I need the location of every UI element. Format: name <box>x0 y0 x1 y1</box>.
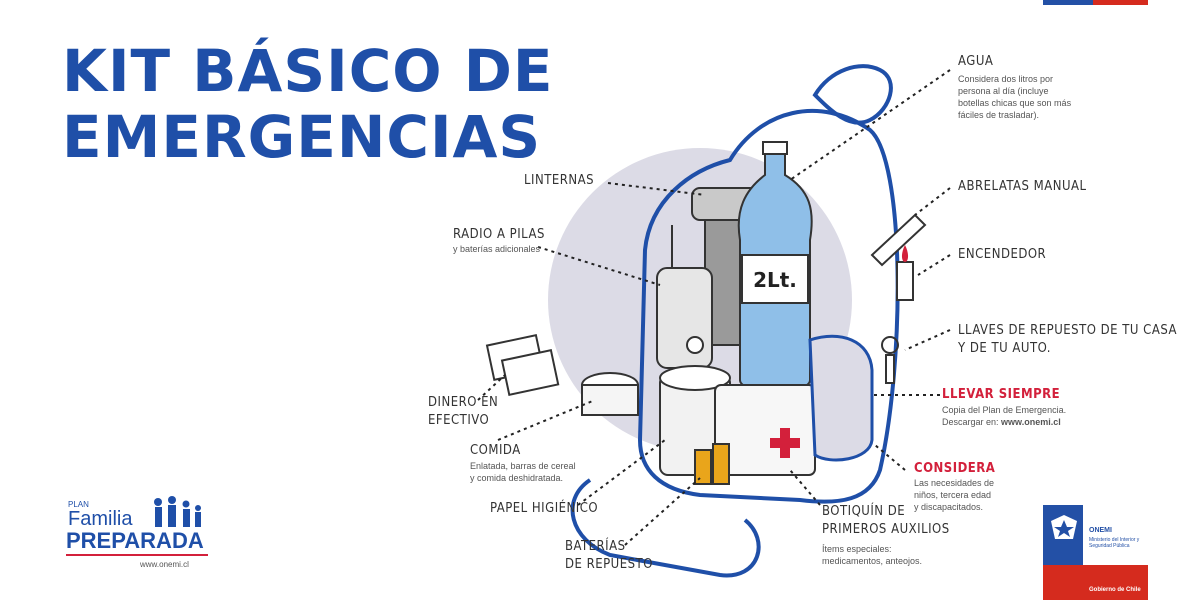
logo-website[interactable]: www.onemi.cl <box>140 560 189 569</box>
bottle-label-band <box>741 254 809 304</box>
leader-lines <box>477 69 951 546</box>
desc-llevar-line-1: Copia del Plan de Emergencia. <box>942 405 1067 415</box>
gov-logo-white-block <box>1083 505 1148 565</box>
label-botiquin-line-2: PRIMEROS AUXILIOS <box>822 522 950 537</box>
label-considera: CONSIDERA <box>914 461 996 476</box>
house-key <box>885 354 895 384</box>
family-silhouette-icon <box>154 496 201 527</box>
gov-gobierno-text: Gobierno de Chile <box>1089 587 1141 593</box>
desc-botiquin-line-2: medicamentos, anteojos. <box>822 556 923 566</box>
desc-agua-line-4: fáciles de trasladar). <box>958 110 1040 120</box>
leader-linternas <box>607 182 706 196</box>
title-line-2: EMERGENCIAS <box>62 103 542 171</box>
gov-onemi-text: ONEMI <box>1089 527 1112 534</box>
radio-dial <box>686 336 704 354</box>
label-llaves-line-1: LLAVES DE REPUESTO DE TU CASA <box>958 323 1177 338</box>
leader-abrelatas <box>914 187 951 216</box>
label-baterias-line-1: BATERÍAS <box>565 539 626 554</box>
label-dinero-line-2: EFECTIVO <box>428 413 490 428</box>
label-llaves-line-2: Y DE TU AUTO. <box>958 341 1051 356</box>
bottle-cap <box>762 141 788 155</box>
label-abrelatas: ABRELATAS MANUAL <box>958 179 1087 194</box>
leader-encendedor <box>917 254 951 276</box>
label-baterias: BATERÍAS DE REPUESTO <box>565 538 653 574</box>
leader-dinero <box>477 374 506 401</box>
logo-preparada-text: PREPARADA <box>66 528 204 553</box>
label-agua: AGUA <box>958 54 994 69</box>
desc-comida-line-1: Enlatada, barras de cereal <box>470 461 576 471</box>
leader-radio <box>537 246 661 286</box>
label-dinero: DINERO EN EFECTIVO <box>428 394 498 430</box>
lighter-flame <box>901 245 909 262</box>
desc-agua-line-3: botellas chicas que son más <box>958 98 1072 108</box>
label-radio: RADIO A PILAS <box>453 227 545 242</box>
leader-comida <box>497 399 596 441</box>
label-papel: PAPEL HIGIÉNICO <box>490 501 599 516</box>
page-title: KIT BÁSICO DE EMERGENCIAS <box>62 38 554 170</box>
desc-agua-line-2: persona al día (incluye <box>958 86 1049 96</box>
radio-body <box>656 267 713 369</box>
lighter <box>896 261 914 301</box>
leader-botiquin <box>789 469 821 506</box>
coat-of-arms-icon <box>1051 515 1077 539</box>
leader-llaves <box>904 329 951 351</box>
label-baterias-line-2: DE REPUESTO <box>565 557 653 572</box>
desc-considera-line-2: niños, tercera edad <box>914 490 992 500</box>
toilet-paper-top <box>659 365 731 391</box>
battery-1 <box>694 449 712 485</box>
gov-logo-red-block <box>1043 565 1148 600</box>
bottle-label-text: 2Lt. <box>753 268 797 292</box>
leader-agua <box>789 69 951 181</box>
food-can-body <box>581 384 639 416</box>
title-line-1: KIT BÁSICO DE <box>62 37 554 105</box>
label-llevar-siempre: LLEVAR SIEMPRE <box>942 387 1061 402</box>
onemi-link[interactable]: www.onemi.cl <box>1001 417 1061 427</box>
gobierno-de-chile-logo: ONEMI Ministerio del Interior y Segurida… <box>1043 505 1148 600</box>
desc-botiquin: Ítems especiales: medicamentos, anteojos… <box>822 543 922 567</box>
logo-plan-text: PLAN <box>68 500 89 509</box>
desc-agua-line-1: Considera dos litros por <box>958 74 1054 84</box>
desc-considera-line-3: y discapacitados. <box>914 502 984 512</box>
first-aid-cross <box>770 428 800 458</box>
label-llaves: LLAVES DE REPUESTO DE TU CASA Y DE TU AU… <box>958 322 1177 358</box>
desc-considera: Las necesidades de niños, tercera edad y… <box>914 477 994 513</box>
side-pouch <box>808 334 874 462</box>
label-comida: COMIDA <box>470 443 521 458</box>
label-encendedor: ENCENDEDOR <box>958 247 1047 262</box>
label-dinero-line-1: DINERO EN <box>428 395 499 410</box>
backpack-outline <box>637 108 900 504</box>
logo-familia-text: Familia <box>68 508 133 530</box>
can-opener <box>870 213 927 267</box>
chile-flag-strip <box>1043 0 1148 5</box>
banknote-2 <box>500 348 560 396</box>
bedroll <box>570 478 761 578</box>
desc-botiquin-line-1: Ítems especiales: <box>822 544 892 554</box>
desc-agua: Considera dos litros por persona al día … <box>958 73 1088 121</box>
gov-ministry-text: Ministerio del Interior y Seguridad Públ… <box>1089 537 1140 549</box>
label-linternas: LINTERNAS <box>524 173 595 188</box>
battery-2 <box>712 443 730 485</box>
desc-llevar-line-2: Descargar en: <box>942 417 999 427</box>
house-key-ring <box>881 336 899 354</box>
label-botiquin-line-1: BOTIQUÍN DE <box>822 504 906 519</box>
desc-radio: y baterías adicionales <box>453 244 541 254</box>
label-botiquin: BOTIQUÍN DE PRIMEROS AUXILIOS <box>822 503 950 539</box>
leader-baterias <box>624 477 701 546</box>
desc-considera-line-1: Las necesidades de <box>914 478 995 488</box>
logo-underline <box>66 554 208 556</box>
desc-comida-line-2: y comida deshidratada. <box>470 473 564 483</box>
desc-comida: Enlatada, barras de cereal y comida desh… <box>470 460 576 484</box>
backpack-strap-top <box>812 64 893 125</box>
desc-llevar-siempre: Copia del Plan de Emergencia. Descargar … <box>942 404 1066 428</box>
